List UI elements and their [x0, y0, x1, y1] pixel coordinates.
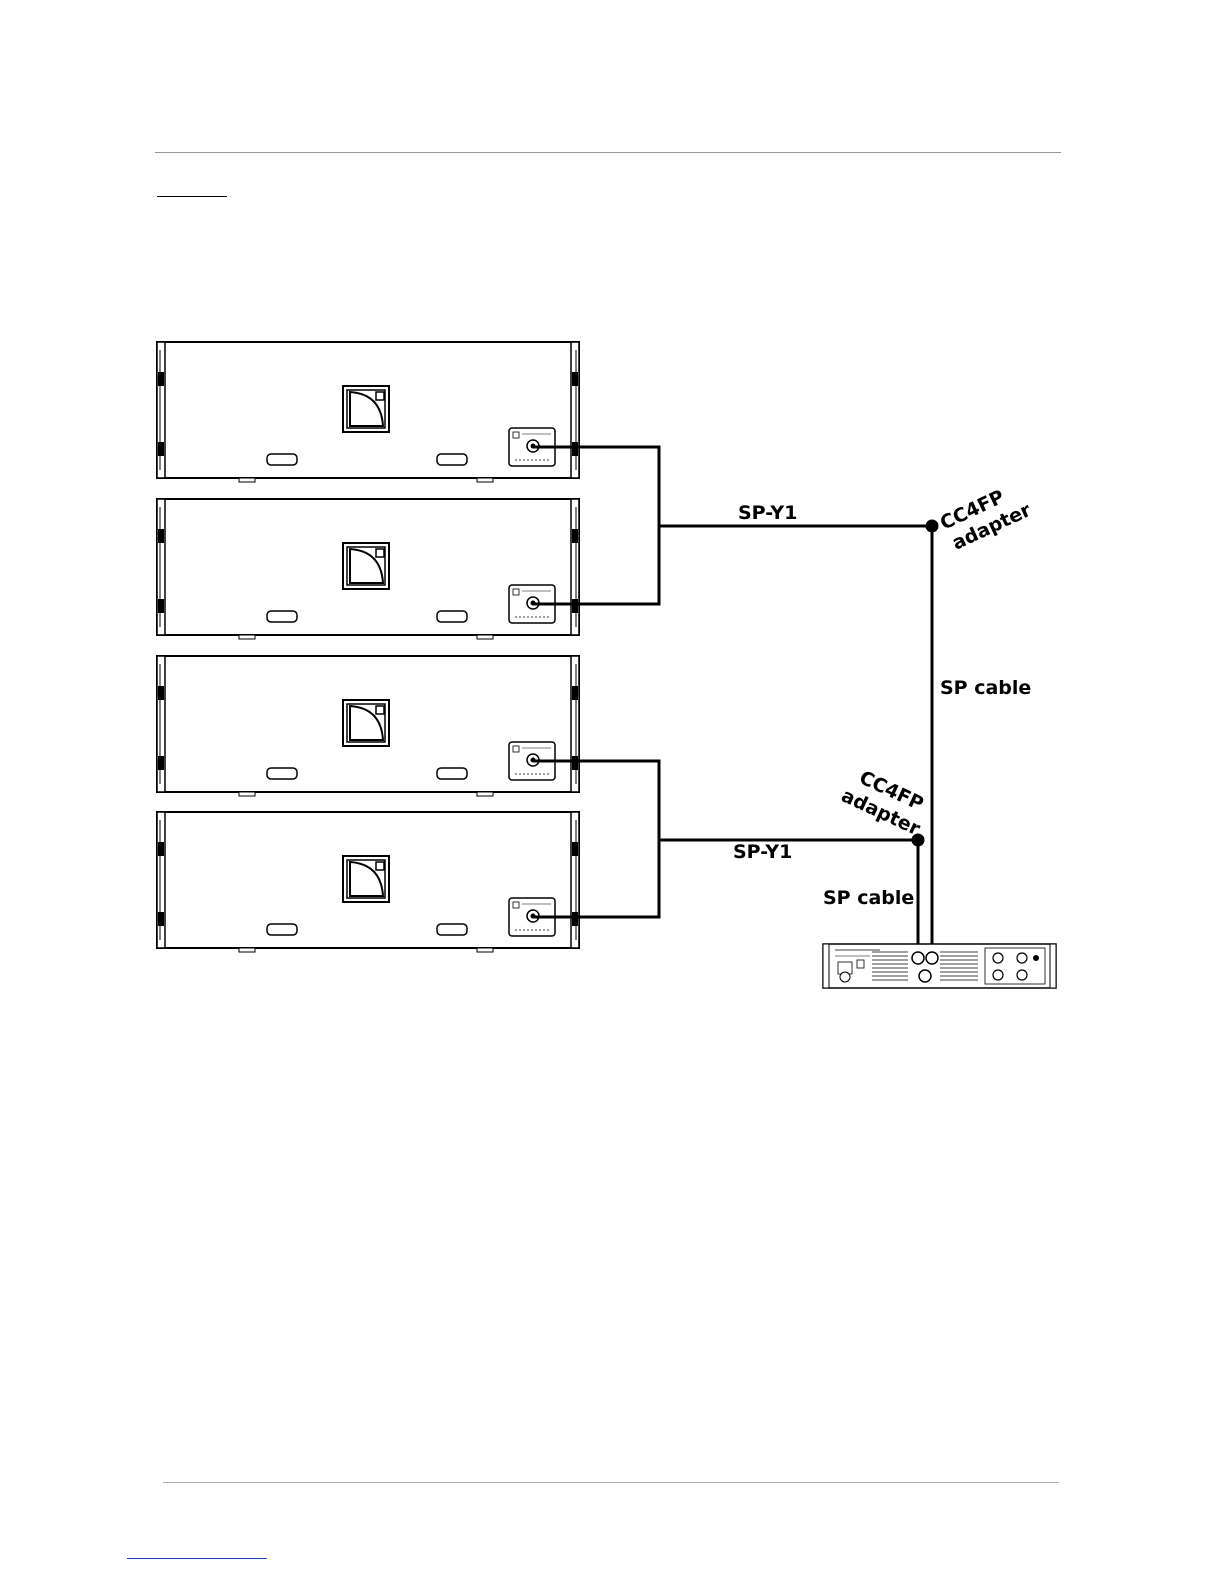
sp-y1-top-cable	[533, 447, 932, 604]
enclosure-2	[157, 499, 579, 639]
amplified-controller	[823, 944, 1056, 988]
sp-y1-top-label: SP-Y1	[738, 502, 797, 524]
sp-cable-right-label: SP cable	[940, 677, 1031, 699]
enclosure-1	[157, 342, 579, 482]
sp-y1-bottom-label: SP-Y1	[733, 841, 792, 863]
enclosure-4	[157, 812, 579, 952]
sp-cable-bottom-label: SP cable	[823, 887, 914, 909]
enclosure-3	[157, 656, 579, 796]
